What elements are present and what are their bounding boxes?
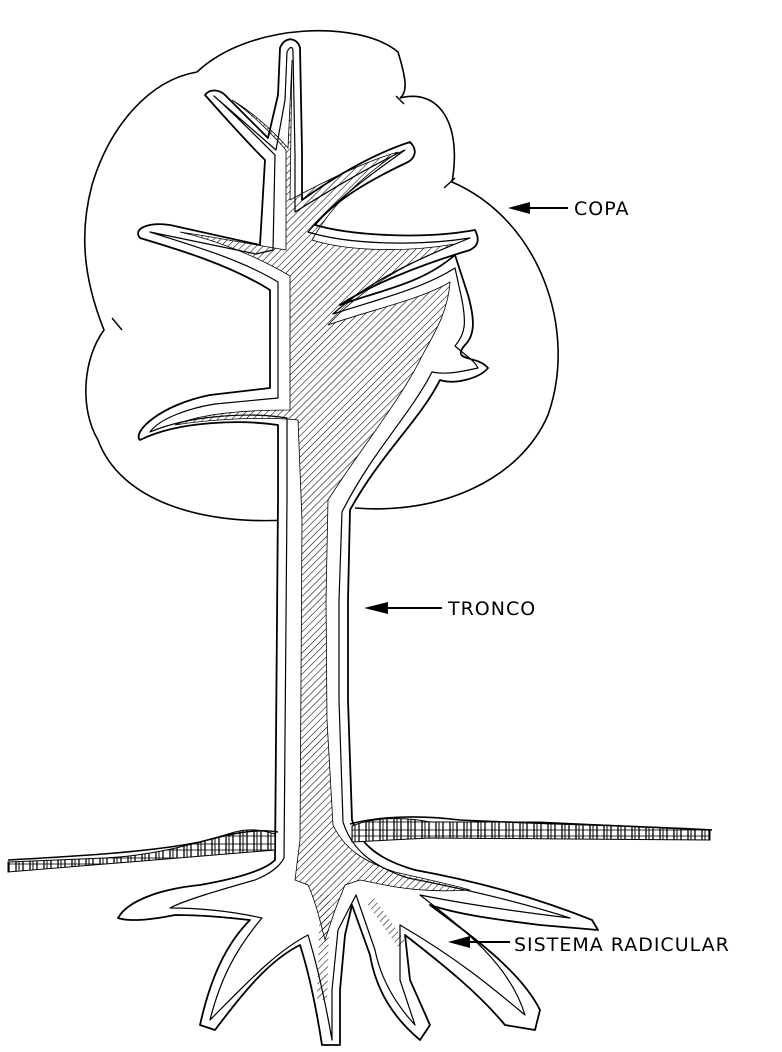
trunk-arrow	[364, 602, 442, 614]
label-roots: SISTEMA RADICULAR	[514, 934, 730, 956]
label-crown: COPA	[574, 198, 629, 220]
heartwood-hatch	[175, 60, 470, 940]
label-trunk: TRONCO	[448, 598, 536, 620]
tree-outer-outline	[118, 39, 598, 1045]
crown-arrow	[508, 202, 568, 214]
